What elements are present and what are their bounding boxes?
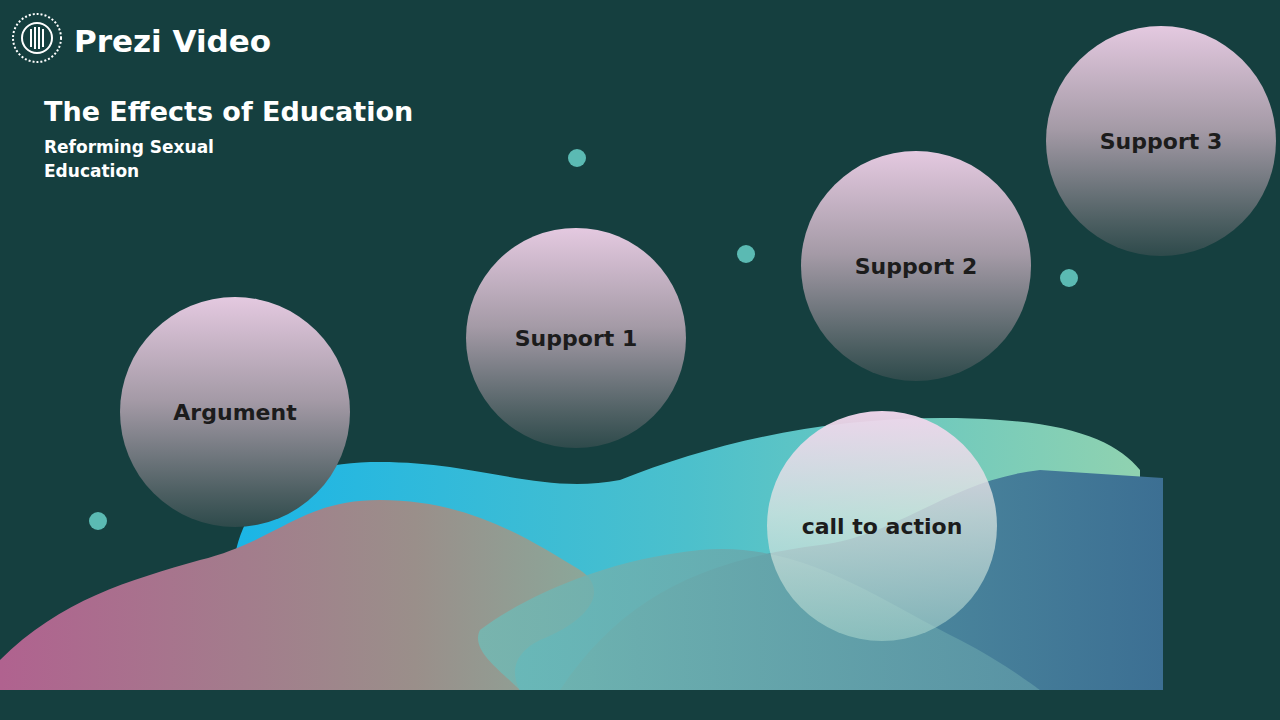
circle-node: call to action [767, 411, 997, 641]
circle-node: Support 3 [1046, 26, 1276, 256]
node-text: call to action [802, 514, 963, 539]
subtitle: Reforming Sexual Education [44, 136, 234, 184]
logo-text: Prezi Video [74, 20, 271, 63]
circle-node: Argument [120, 297, 350, 527]
node-text: Support 2 [855, 254, 977, 279]
title: The Effects of Education [44, 96, 413, 127]
node-text: Support 1 [515, 326, 637, 351]
circle-node: Support 1 [466, 228, 686, 448]
node-text: Argument [173, 400, 296, 425]
logo-icon [13, 14, 61, 62]
circle-node: Support 2 [801, 151, 1031, 381]
node-text: Support 3 [1100, 129, 1222, 154]
